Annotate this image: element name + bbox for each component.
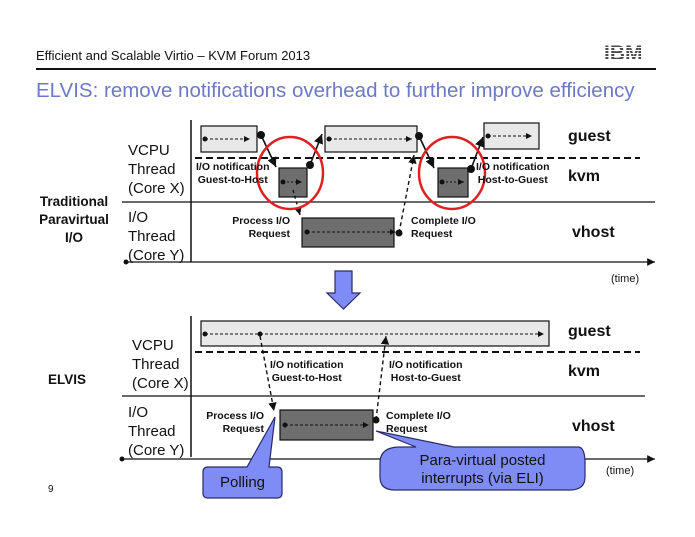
page-number: 9	[48, 484, 54, 495]
ibm-logo-icon: IBM	[604, 42, 643, 65]
elvis-io-label-line2: Thread	[128, 423, 176, 440]
elvis-process-line1: Process I/O	[206, 410, 264, 422]
trad-g2h-note: I/O notification Guest-to-Host	[196, 161, 270, 187]
elvis-h2g-line2: Host-to-Guest	[390, 372, 461, 384]
posted-interrupts-callout-text: Para-virtual posted interrupts (via ELI)	[380, 452, 585, 488]
trad-exit-to-kvm-arrow	[257, 131, 277, 168]
trad-irq-resume-arrow	[467, 136, 485, 173]
trad-vcpu-label-line2: Thread	[128, 161, 176, 178]
trad-process-note: Process I/O Request	[230, 215, 290, 241]
elvis-h2g-arrow	[372, 335, 390, 424]
trad-highlight-circle-2	[417, 135, 487, 211]
elvis-process-note: Process I/O Request	[202, 410, 264, 436]
trad-complete-line1: Complete I/O	[411, 215, 476, 227]
trad-time-label: (time)	[611, 273, 640, 285]
trad-complete-to-guest-arrow	[395, 154, 417, 237]
header-divider	[36, 68, 656, 70]
elvis-process-line2: Request	[222, 423, 264, 435]
posted-interrupts-line1: Para-virtual posted	[419, 452, 546, 469]
trad-highlight-circle-1	[255, 135, 325, 211]
trad-io-thread-label: I/O Thread (Core Y)	[128, 208, 184, 265]
elvis-complete-note: Complete I/O Request	[386, 410, 451, 436]
trad-io-label-line3: (Core Y)	[128, 247, 185, 264]
trad-lane-guest: guest	[568, 128, 611, 145]
presentation-title: Efficient and Scalable Virtio – KVM Foru…	[36, 48, 311, 63]
posted-interrupts-line2: interrupts (via ELI)	[421, 470, 544, 487]
elvis-g2h-note: I/O notification Guest-to-Host	[270, 359, 344, 385]
elvis-vcpu-thread-label: VCPU Thread (Core X)	[132, 336, 189, 393]
trad-section-label: Traditional Paravirtual I/O	[28, 193, 120, 247]
trad-io-label-line1: I/O	[128, 209, 149, 226]
elvis-section	[119, 316, 655, 499]
trad-section-label-line1: Traditional	[39, 194, 109, 209]
traditional-section	[122, 120, 655, 266]
elvis-io-label-line1: I/O	[128, 404, 149, 421]
trad-section-label-line2: Paravirtual	[39, 212, 109, 227]
elvis-section-label: ELVIS	[48, 372, 87, 387]
trad-io-label-line2: Thread	[128, 228, 176, 245]
elvis-time-label: (time)	[606, 465, 635, 477]
elvis-lane-guest: guest	[568, 323, 611, 340]
trad-process-line1: Process I/O	[232, 215, 290, 227]
trad-h2g-line1: I/O notification	[476, 161, 550, 173]
ibm-logo-text: IBM	[604, 42, 643, 64]
slide-title: ELVIS: remove notifications overhead to …	[36, 79, 635, 102]
trad-g2h-line1: I/O notification	[196, 161, 270, 173]
trad-section-label-line3: I/O	[64, 230, 83, 245]
down-arrow-icon	[325, 270, 362, 310]
elvis-time-origin	[119, 456, 125, 462]
elvis-vcpu-label-line3: (Core X)	[132, 375, 189, 392]
trad-h2g-line2: Host-to-Guest	[477, 174, 548, 186]
trad-vcpu-label-line3: (Core X)	[128, 180, 185, 197]
trad-lane-vhost: vhost	[572, 224, 615, 241]
ibm-logo: IBM	[604, 42, 654, 65]
elvis-io-label-line3: (Core Y)	[128, 442, 185, 459]
trad-complete-line2: Request	[411, 228, 453, 240]
elvis-h2g-line1: I/O notification	[389, 359, 463, 371]
elvis-lane-vhost: vhost	[572, 418, 615, 435]
polling-callout-text: Polling	[219, 474, 266, 491]
elvis-complete-line2: Request	[386, 423, 428, 435]
elvis-complete-line1: Complete I/O	[386, 410, 451, 422]
elvis-g2h-line2: Guest-to-Host	[271, 372, 342, 384]
polling-callout-shape	[202, 416, 283, 499]
trad-vcpu-thread-label: VCPU Thread (Core X)	[128, 141, 185, 198]
elvis-g2h-arrow	[259, 335, 277, 412]
trad-process-line2: Request	[248, 228, 290, 240]
trad-h2g-note: I/O notification Host-to-Guest	[476, 161, 550, 187]
trad-kick-vhost-arrow	[292, 189, 302, 216]
trad-guest-box-1	[200, 125, 258, 153]
elvis-h2g-note: I/O notification Host-to-Guest	[389, 359, 463, 385]
trad-time-origin	[123, 259, 129, 265]
elvis-lane-kvm: kvm	[568, 363, 601, 380]
elvis-notify-point	[257, 331, 263, 337]
elvis-vcpu-label-line1: VCPU	[132, 337, 174, 354]
posted-interrupts-callout-shape	[375, 430, 586, 491]
trad-vcpu-label-line1: VCPU	[128, 142, 170, 159]
elvis-g2h-line1: I/O notification	[270, 359, 344, 371]
elvis-io-thread-label: I/O Thread (Core Y)	[128, 403, 184, 460]
trad-complete-note: Complete I/O Request	[411, 215, 476, 241]
elvis-vcpu-label-line2: Thread	[132, 356, 180, 373]
trad-g2h-line2: Guest-to-Host	[197, 174, 268, 186]
trad-lane-kvm: kvm	[568, 168, 601, 185]
